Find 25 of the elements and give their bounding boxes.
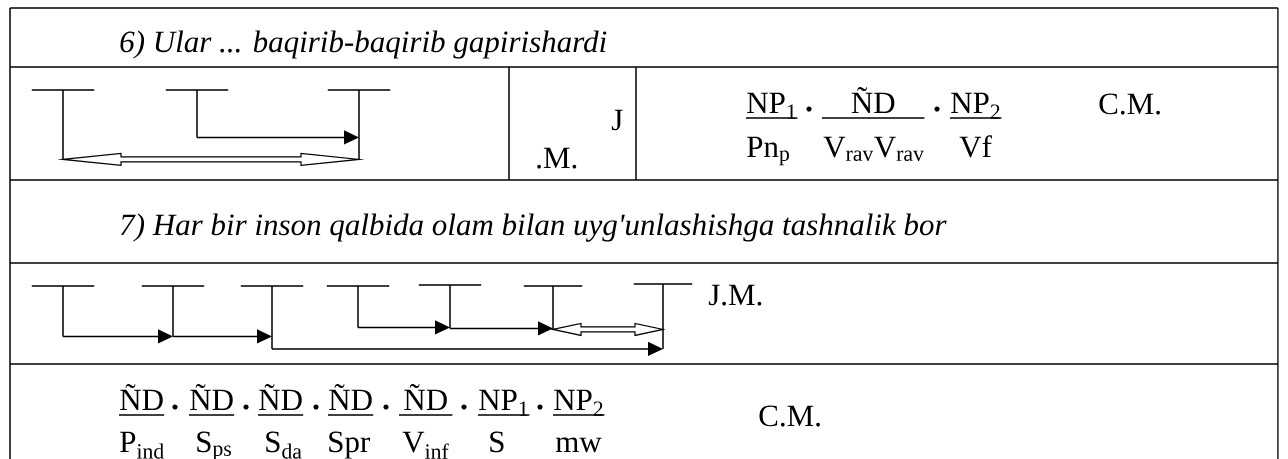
category-label: mw (555, 437, 602, 453)
t-bar-symbol (523, 285, 583, 331)
example-sentence: 7) Har bir inson qalbida olam bilan uyg'unlashishga tashnalik bor (121, 213, 947, 242)
t-bar-symbol (418, 284, 482, 330)
category-label: V$_{inf}$ (402, 431, 449, 459)
t-bar-symbol (240, 285, 304, 350)
t-bar-symbol (165, 89, 229, 139)
structure-label: .M. (537, 147, 577, 169)
category-label: S (490, 431, 504, 453)
category-label: V$_{rav}$V$_{rav}$ (823, 136, 924, 161)
t-bar-symbol (31, 89, 95, 161)
category-label: Spr (329, 431, 370, 459)
t-bar-symbol (31, 285, 95, 338)
example-sentence: 6) Ular ... baqirib-baqirib gapirishardi (120, 30, 607, 59)
category-label: Pn$_{p}$ (747, 136, 789, 166)
t-bar-symbol (327, 89, 391, 161)
category-label: Vf (959, 135, 992, 158)
structure-label: C.M. (1099, 93, 1160, 115)
category-label: P$_{ind}$ (120, 431, 164, 459)
t-bar-symbol (141, 285, 205, 338)
t-bar-symbol (633, 283, 693, 350)
t-bar-symbol (326, 285, 390, 329)
structure-label: J (611, 109, 623, 131)
category-label: S$_{da}$ (266, 431, 302, 459)
structure-label: C.M. (759, 405, 820, 427)
